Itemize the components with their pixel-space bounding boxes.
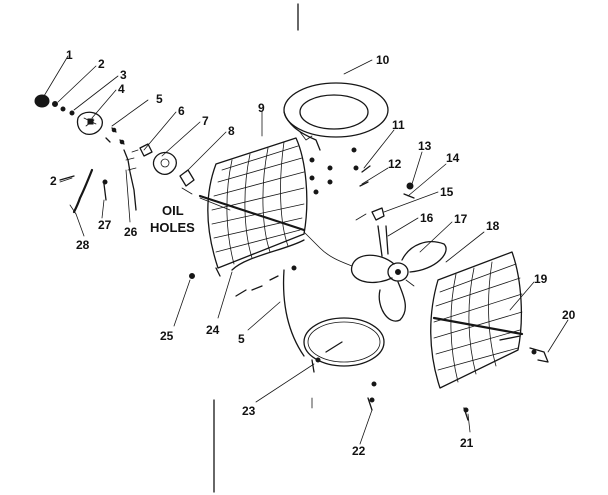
part-bushing [102, 179, 108, 201]
part-switch-housing [76, 111, 103, 135]
callouts: 1 2 3 4 5 6 7 8 9 10 11 12 13 14 15 16 1… [50, 48, 576, 458]
callout-2-lower: 2 [50, 174, 57, 188]
part-support-arm [231, 239, 305, 357]
part-nut-clip [403, 182, 415, 199]
callout-14: 14 [446, 151, 460, 165]
part-front-grille [430, 251, 524, 389]
callout-13: 13 [418, 139, 432, 153]
oil-holes-annotation: OIL HOLES [150, 203, 195, 235]
callout-26: 26 [124, 225, 138, 239]
callout-27: 27 [98, 218, 112, 232]
part-motor-shaft [199, 197, 353, 267]
part-screws-bottom [367, 381, 377, 411]
callout-22: 22 [352, 444, 366, 458]
leader-lines [43, 55, 569, 445]
callout-21: 21 [460, 436, 474, 450]
part-spacer [355, 207, 385, 221]
callout-8: 8 [228, 124, 235, 138]
callout-5-lower: 5 [238, 332, 245, 346]
part-power-cord [69, 168, 94, 215]
part-washer [52, 101, 66, 112]
callout-25: 25 [160, 329, 174, 343]
part-knob [34, 94, 50, 108]
part-fan-blade [351, 241, 447, 322]
callout-6: 6 [178, 104, 185, 118]
callout-1: 1 [66, 48, 73, 62]
part-base [283, 82, 389, 151]
callout-2: 2 [98, 57, 105, 71]
callout-16: 16 [420, 211, 434, 225]
part-rim-ring [303, 317, 385, 373]
part-screw-lower [463, 407, 469, 421]
part-shaft [377, 225, 389, 257]
callout-18: 18 [486, 219, 500, 233]
callout-19: 19 [534, 272, 548, 286]
callout-5: 5 [156, 92, 163, 106]
callout-12: 12 [388, 157, 402, 171]
part-strain-relief [123, 149, 137, 211]
callout-3: 3 [120, 68, 127, 82]
callout-28: 28 [76, 238, 90, 252]
callout-15: 15 [440, 185, 454, 199]
part-screws-upper [105, 127, 125, 145]
callout-10: 10 [376, 53, 390, 67]
callout-7: 7 [202, 114, 209, 128]
part-bracket [131, 143, 153, 157]
part-screw-arm [235, 289, 247, 297]
callout-11: 11 [392, 118, 405, 132]
part-motor-plate [152, 151, 177, 175]
part-washer-lower [59, 175, 75, 181]
callout-23: 23 [242, 404, 256, 418]
frame-lines [213, 3, 313, 493]
part-clip [179, 169, 195, 195]
part-nut [69, 110, 75, 116]
callout-9: 9 [258, 101, 265, 115]
part-grille-clamp [529, 347, 549, 363]
annotation-line-2: HOLES [150, 220, 195, 235]
callout-24: 24 [206, 323, 220, 337]
annotation-line-1: OIL [162, 203, 184, 218]
parts-drawing [34, 3, 549, 493]
part-screw-left [189, 273, 195, 279]
callout-4: 4 [118, 82, 125, 96]
callout-17: 17 [454, 212, 468, 226]
part-rear-grille [198, 137, 308, 277]
part-hardware-center [309, 147, 371, 195]
callout-20: 20 [562, 308, 576, 322]
